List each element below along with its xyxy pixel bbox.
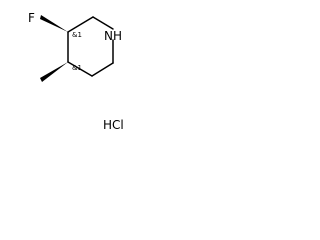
bond-c5-c4 xyxy=(67,61,93,77)
stereo-descriptor-c3: &1 xyxy=(72,31,82,39)
piperidine-ring xyxy=(67,16,114,77)
bond-c2-n1 xyxy=(92,16,114,30)
stereo-descriptor-c4: &1 xyxy=(72,64,82,72)
molecule-structure: F NH &1 &1 HCl xyxy=(28,11,124,132)
wedge-bond-c3-fluorine xyxy=(40,15,68,32)
salt-label: HCl xyxy=(103,118,124,132)
fluorine-label: F xyxy=(28,11,35,25)
nitrogen-label: NH xyxy=(104,29,122,43)
bond-c6-c5 xyxy=(91,62,114,77)
wedge-bond-c4-methyl xyxy=(40,62,68,82)
bond-c3-c2 xyxy=(67,16,94,33)
